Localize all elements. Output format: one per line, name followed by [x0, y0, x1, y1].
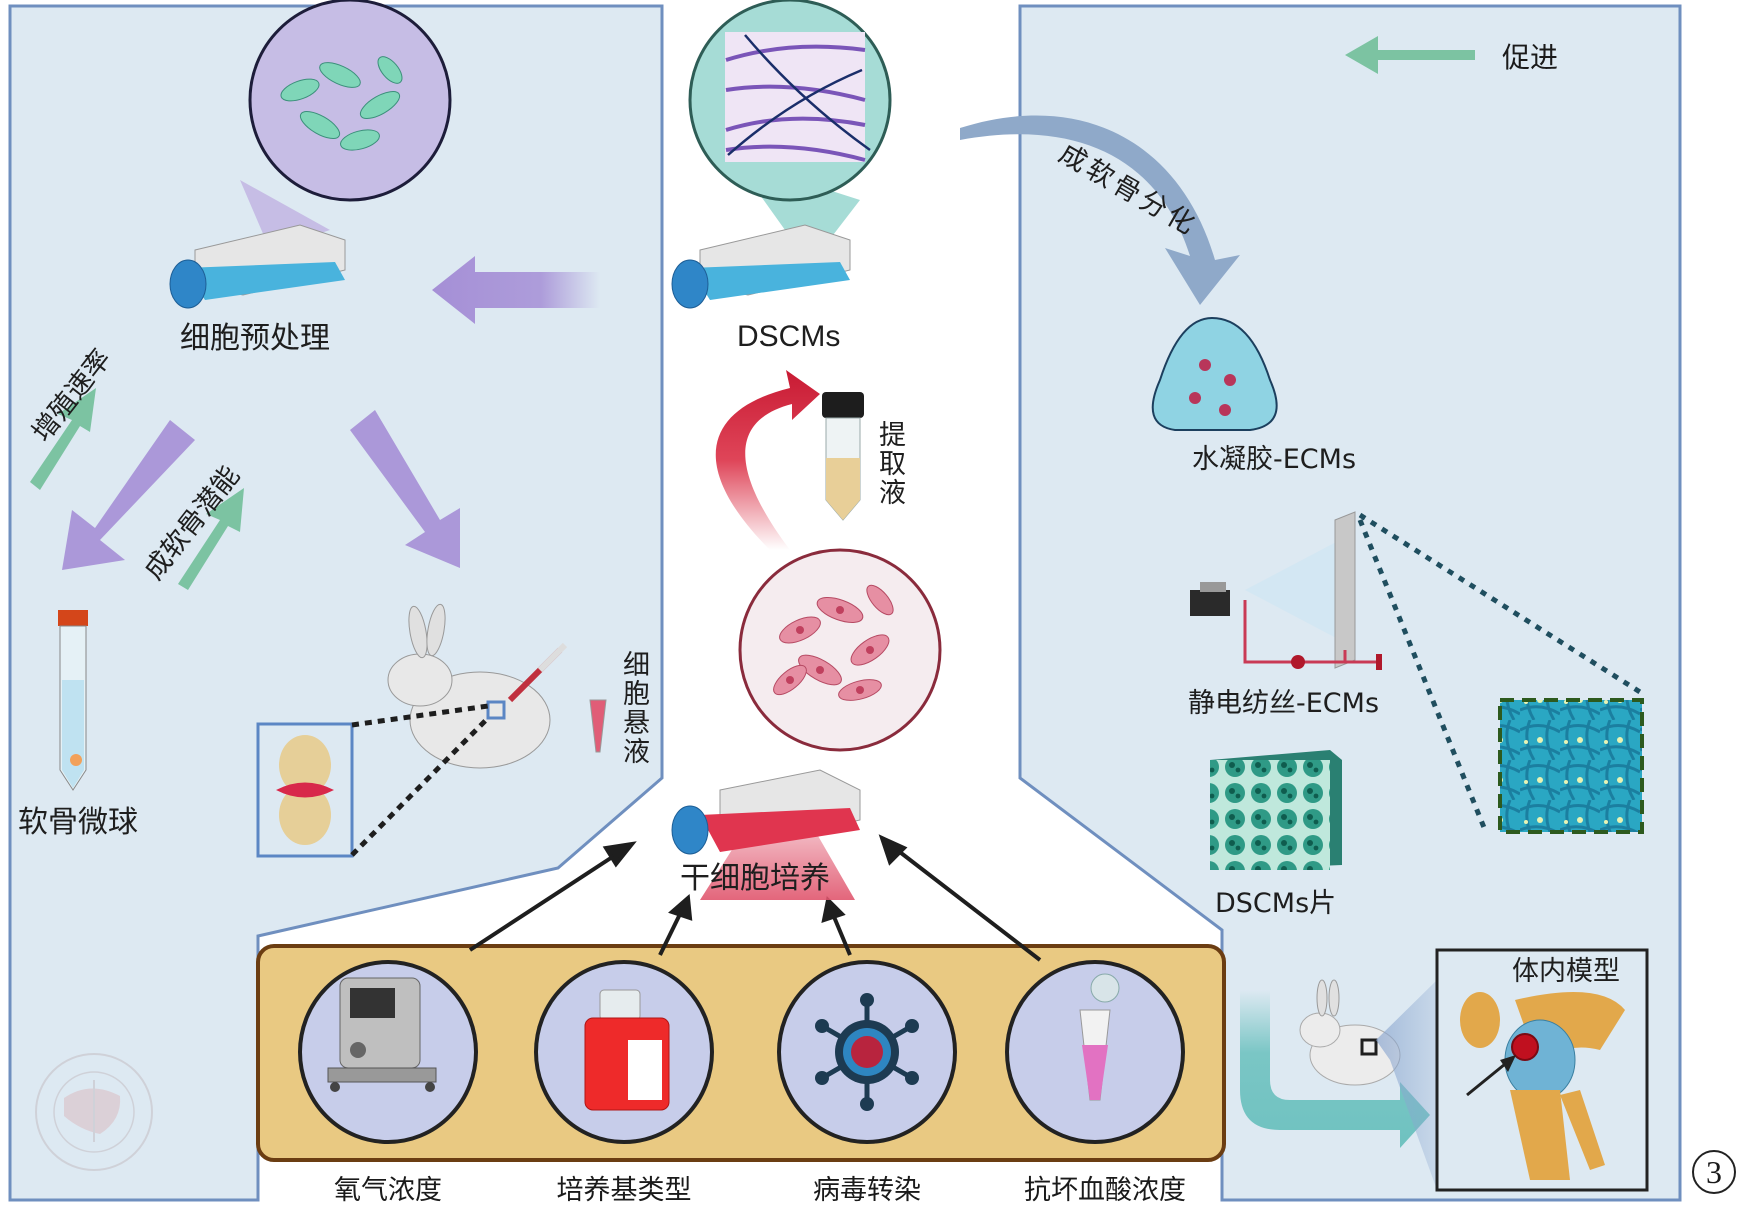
differentiation-arrow [960, 115, 1240, 305]
electrospinning-label: 静电纺丝-ECMs [1188, 688, 1380, 719]
factor-label-oxygen: 氧气浓度 [334, 1175, 442, 1206]
dscms-sheet-icon [1210, 750, 1342, 870]
dscms-label: DSCMs [737, 320, 841, 353]
factor-box [256, 944, 1226, 1162]
dscms-flask-icon [671, 224, 851, 309]
factor-circle-medium [534, 960, 714, 1144]
watermark-logo [35, 1053, 153, 1171]
stem-cell-flask-icon [671, 769, 861, 900]
in-vivo-model-label: 体内模型 [1512, 956, 1620, 987]
microtube-icon [1079, 973, 1120, 1101]
factor-circle-oxygen [298, 960, 478, 1144]
factor-circle-virus [777, 960, 957, 1144]
extraction-arrow [715, 370, 820, 550]
in-vivo-arrow [1240, 990, 1430, 1148]
hydrogel-label: 水凝胶-ECMs [1192, 444, 1357, 475]
hydrogel-icon [1151, 316, 1278, 431]
factor-label-virus: 病毒转染 [813, 1175, 921, 1206]
in-vivo-model-box [1435, 948, 1649, 1192]
chondrogenic-up-arrow [178, 488, 244, 590]
extract-label: 提取液 [874, 420, 905, 507]
pretreatment-flask-icon [169, 224, 346, 309]
pretreatment-label: 细胞预处理 [180, 321, 330, 356]
syringe-icon [507, 642, 568, 703]
electrospinning-zoom-lines [1357, 512, 1642, 831]
pretreatment-arrow [432, 256, 600, 324]
culture-medium-bottle-icon [584, 989, 670, 1111]
joint-zoom-lines [350, 703, 490, 857]
factor-circle-ascorbic [1005, 960, 1185, 1144]
factor-label-medium: 培养基类型 [556, 1175, 692, 1206]
microsphere-label: 软骨微球 [18, 805, 138, 840]
in-vivo-zoom-cone [1376, 980, 1437, 1190]
cell-suspension-label: 细胞悬液 [618, 650, 649, 766]
extract-tube-icon [822, 392, 864, 521]
electrospinning-icon [1190, 511, 1382, 670]
dscms-zoom-circle [688, 0, 892, 265]
joint-inset [256, 722, 354, 858]
to-microsphere-arrow [62, 420, 195, 570]
pretreatment-zoom-circle [240, 0, 452, 250]
factor-arrows [468, 834, 1042, 962]
to-rabbit-arrow [350, 410, 460, 568]
figure-number: 3 [1692, 1150, 1736, 1194]
stem-cell-culture-label: 干细胞培养 [680, 861, 830, 896]
rabbit-icon [387, 603, 551, 769]
virus-icon [815, 993, 919, 1111]
cell-suspension-tube-icon [589, 699, 607, 753]
oxygen-incubator-icon [327, 977, 437, 1092]
dscms-sheet-label: DSCMs片 [1215, 888, 1337, 919]
stem-cells-zoom-circle [738, 548, 942, 752]
proliferation-up-arrow [30, 388, 96, 490]
legend-promote-arrow [1345, 36, 1475, 74]
fiber-mesh-inset [1498, 698, 1644, 834]
factor-label-ascorbic: 抗坏血酸浓度 [1024, 1175, 1186, 1206]
microsphere-tube-icon [58, 610, 88, 791]
legend-promote-label: 促进 [1502, 41, 1559, 74]
